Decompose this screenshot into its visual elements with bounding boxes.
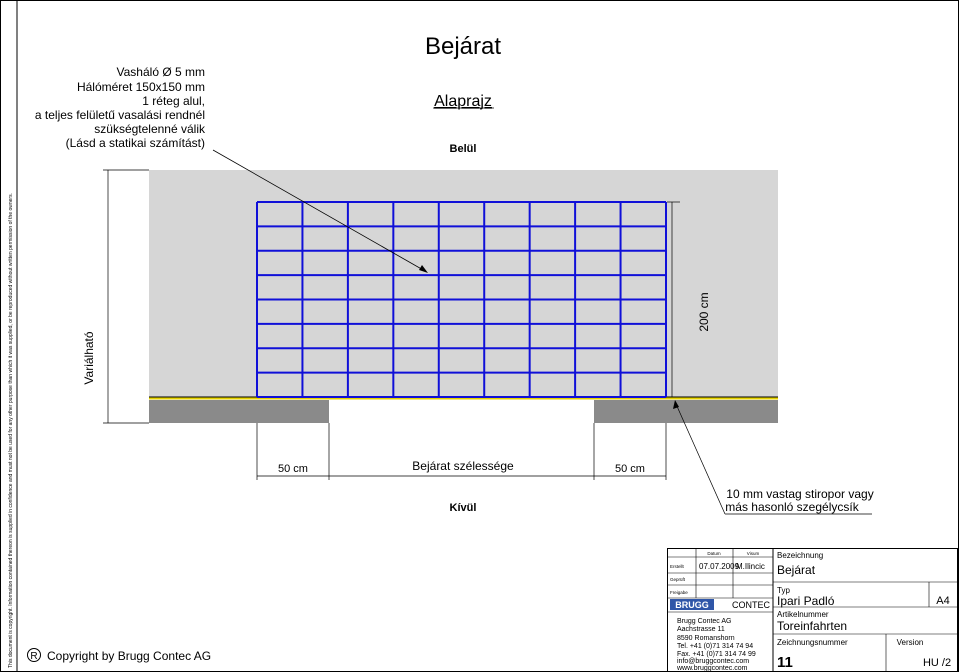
right-support-label: 50 cm	[615, 463, 645, 475]
note-leader-line	[212, 149, 426, 272]
tb-bezeichnung-value: Bejárat	[777, 563, 816, 577]
tb-bezeichnung-label: Bezeichnung	[777, 551, 823, 560]
tb-typ-label: Typ	[777, 586, 790, 595]
foam-leader-line	[675, 403, 726, 515]
drawing-subtitle: Alaprajz	[434, 93, 492, 110]
company-line: www.bruggcontec.com	[676, 665, 748, 672]
tb-version-label: Version	[897, 638, 924, 647]
tb-artikel-label: Artikelnummer	[777, 610, 829, 619]
slab-area	[149, 170, 778, 397]
company-logo: BRUGG	[675, 600, 709, 610]
variable-label: Variálható	[82, 331, 96, 384]
inside-label: Belül	[450, 143, 477, 155]
tb-header-name: Visum	[747, 551, 760, 556]
entrance-gap	[329, 400, 594, 423]
company-line: 8590 Romanshorn	[677, 635, 735, 642]
left-support	[149, 400, 329, 423]
tb-created-date: 07.07.2009	[699, 562, 740, 571]
tb-header-date: Datum	[707, 551, 721, 556]
mesh-note-line: Vasháló Ø 5 mm	[117, 65, 205, 79]
registered-mark	[27, 648, 41, 662]
right-support	[594, 400, 778, 423]
depth-label: 200 cm	[697, 292, 711, 331]
mesh-note-line: 1 réteg alul,	[142, 94, 205, 108]
tb-created-by: M.Ilincic	[736, 562, 765, 571]
tb-zeichnung-label: Zeichnungsnummer	[777, 638, 848, 647]
copyright-text: Copyright by Brugg Contec AG	[47, 649, 211, 663]
mesh-note-line: a teljes felületű vasalási rendnél	[35, 108, 205, 122]
company-line: Brugg Contec AG	[677, 618, 731, 625]
mesh-note-line: szükségtelenné válik	[94, 122, 206, 136]
tb-artikel-value: Toreinfahrten	[777, 619, 847, 633]
company-logo-badge	[670, 599, 714, 610]
title-block: Datum Visum Erstellt 07.07.2009 M.Ilinci…	[667, 548, 958, 672]
registered-mark-letter: R	[30, 651, 37, 662]
tb-row-checked: Geprüft	[670, 577, 686, 582]
width-label: Bejárat szélessége	[412, 459, 514, 473]
mesh-note: Vasháló Ø 5 mm Hálóméret 150x150 mm 1 ré…	[35, 65, 206, 150]
tb-format: A4	[936, 595, 949, 607]
outside-label: Kívül	[450, 502, 477, 514]
company-line: Aachstrasse 11	[677, 626, 725, 633]
foam-note-line: 10 mm vastag stiropor vagy	[726, 487, 873, 501]
company-line: Tel. +41 (0)71 314 74 94	[677, 643, 753, 650]
confidentiality-notice: This document is copyright. Information …	[8, 193, 14, 668]
note-leader-arrow	[419, 265, 428, 273]
mesh-note-line: (Lásd a statikai számítást)	[66, 136, 205, 150]
company-line: info@bruggcontec.com	[677, 658, 749, 665]
drawing-title: Bejárat	[425, 33, 501, 60]
reinforcement-mesh	[256, 201, 667, 398]
tb-row-created: Erstellt	[670, 564, 685, 569]
left-support-label: 50 cm	[278, 463, 308, 475]
mesh-note-line: Hálóméret 150x150 mm	[77, 80, 205, 94]
tb-row-released: Freigabe	[670, 590, 688, 595]
tb-zeichnung-value: 11	[777, 654, 793, 671]
tb-typ-value: Ipari Padló	[777, 594, 835, 608]
company-logo-suffix: CONTEC	[732, 600, 771, 610]
foam-note-line: más hasonló szegélycsík	[725, 500, 859, 514]
foam-leader-arrow	[673, 400, 679, 409]
company-line: Fax. +41 (0)71 314 74 99	[677, 651, 756, 658]
tb-version-value: HU /2	[923, 657, 951, 669]
